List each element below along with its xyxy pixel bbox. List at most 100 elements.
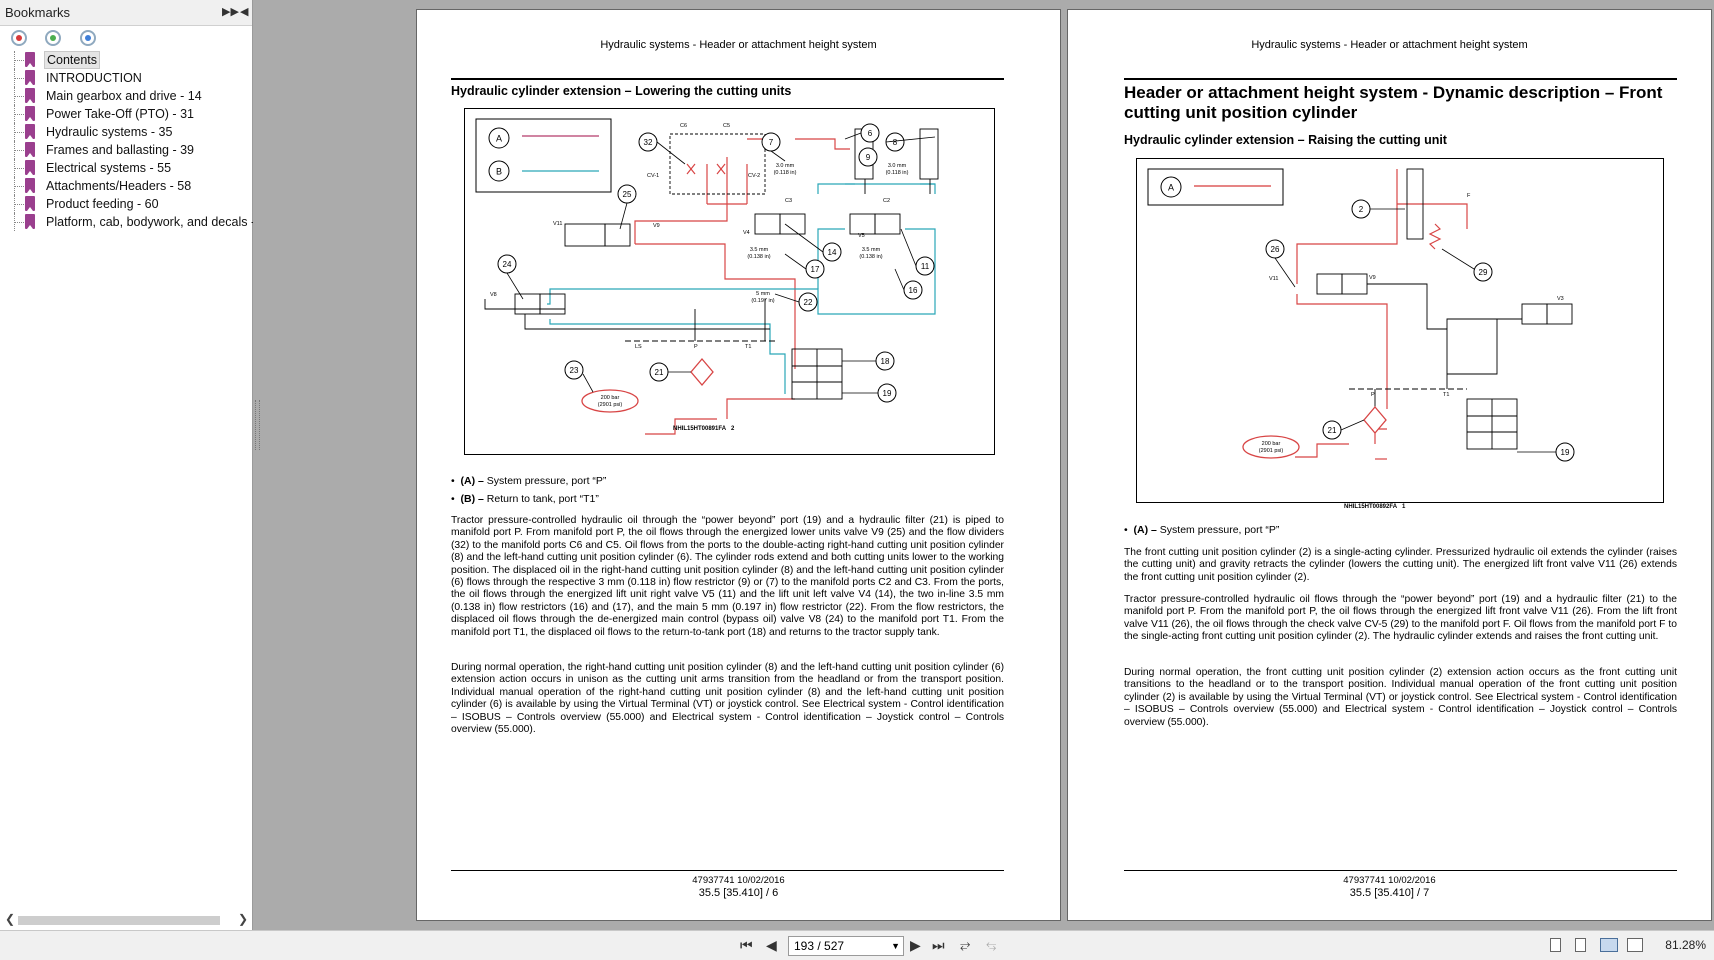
footer-rule: [451, 870, 1004, 871]
port-label: LS: [635, 344, 642, 350]
scrollbar-thumb[interactable]: [18, 916, 220, 925]
callout: 17: [811, 265, 820, 274]
bookmark-icon: [25, 70, 35, 85]
bookmarks-horizontal-scrollbar[interactable]: ❮ ❯: [0, 912, 252, 928]
restrictor-label: 3.0 mm: [888, 163, 907, 169]
figure-id: NHIL15HT00891FA: [673, 426, 727, 432]
tree-connector: [14, 114, 24, 115]
callout: 23: [570, 366, 579, 375]
callout: 22: [804, 298, 813, 307]
bookmark-properties-icon[interactable]: [80, 30, 96, 46]
bookmark-icon: [25, 106, 35, 121]
schematic-svg: A B: [475, 118, 939, 435]
chevron-down-icon[interactable]: ▼: [891, 941, 900, 951]
tree-connector: [14, 204, 24, 205]
figure-id: NHIL15HT00892FA: [1344, 504, 1398, 510]
callout: 25: [623, 190, 632, 199]
first-page-icon[interactable]: ⏮: [740, 937, 753, 953]
restrictor-label: (0.118 in): [886, 170, 909, 176]
callout: 7: [769, 138, 774, 147]
panel-splitter[interactable]: [253, 0, 261, 930]
facing-pages-view-icon[interactable]: [1600, 938, 1618, 952]
callout: 6: [868, 129, 873, 138]
bookmark-label: INTRODUCTION: [46, 71, 142, 85]
bookmark-icon: [25, 214, 35, 229]
callout: 21: [1328, 426, 1337, 435]
scroll-right-icon[interactable]: ❯: [238, 912, 249, 926]
back-view-icon[interactable]: ⥂: [960, 937, 971, 952]
bullet-text: Return to tank, port “T1”: [483, 493, 599, 505]
body-paragraph: Tractor pressure-controlled hydraulic oi…: [451, 515, 1004, 638]
page-number-field[interactable]: 193 / 527 ▼: [788, 936, 904, 956]
continuous-facing-view-icon[interactable]: [1627, 938, 1643, 952]
expand-panel-icon[interactable]: ▶▶: [222, 6, 239, 18]
bookmarks-header: Bookmarks ▶▶ ◀: [0, 0, 252, 26]
bookmark-label: Attachments/Headers - 58: [46, 179, 192, 193]
next-page-icon[interactable]: ▶: [910, 937, 921, 953]
single-page-view-icon[interactable]: [1550, 938, 1561, 952]
callout: 16: [909, 286, 918, 295]
add-bookmark-icon[interactable]: [45, 30, 61, 46]
bookmark-label: Frames and ballasting - 39: [46, 143, 194, 157]
bookmark-label: Electrical systems - 55: [46, 161, 172, 175]
port-label: C2: [883, 198, 890, 204]
section-title: Hydraulic cylinder extension – Raising t…: [1124, 133, 1447, 147]
bookmark-item[interactable]: Power Take-Off (PTO) - 31: [8, 105, 252, 123]
tree-connector: [14, 78, 24, 79]
bookmark-item[interactable]: Main gearbox and drive - 14: [8, 87, 252, 105]
tree-connector: [14, 132, 24, 133]
bookmark-item[interactable]: Attachments/Headers - 58: [8, 177, 252, 195]
callout: 21: [655, 368, 664, 377]
port-label: V4: [743, 230, 750, 236]
port-label: CV-1: [647, 173, 659, 179]
footer-code: 47937741 10/02/2016: [1343, 875, 1436, 886]
port-label: V9: [1369, 275, 1376, 281]
callout: 14: [828, 248, 837, 257]
bookmark-icon: [25, 52, 35, 67]
collapse-panel-icon[interactable]: ◀: [240, 6, 249, 18]
port-label: P: [1371, 392, 1375, 398]
document-page-right: Hydraulic systems - Header or attachment…: [1067, 9, 1712, 921]
bookmark-icon: [25, 178, 35, 193]
bookmark-item[interactable]: INTRODUCTION: [8, 69, 252, 87]
bullet-key: (A) –: [1133, 524, 1157, 536]
continuous-view-icon[interactable]: [1575, 938, 1586, 952]
port-label: F: [1467, 193, 1471, 199]
callout: 2: [1359, 205, 1364, 214]
callout: 32: [644, 138, 653, 147]
bookmark-item[interactable]: Product feeding - 60: [8, 195, 252, 213]
scroll-left-icon[interactable]: ❮: [5, 912, 16, 926]
port-label: V3: [1557, 296, 1564, 302]
bookmark-item[interactable]: Platform, cab, bodywork, and decals -: [8, 213, 255, 231]
previous-page-icon[interactable]: ◀: [766, 937, 777, 953]
hydraulic-schematic-raising: A: [1136, 158, 1664, 503]
bullet-text: System pressure, port “P”: [1156, 524, 1280, 536]
tree-connector: [14, 186, 24, 187]
restrictor-label: (0.118 in): [774, 170, 797, 176]
figure-code: NHIL15HT00892FA 1: [1344, 504, 1405, 510]
bookmark-label: Power Take-Off (PTO) - 31: [46, 107, 194, 121]
legend-label-a: A: [1168, 183, 1174, 193]
bullet-item: • (A) – System pressure, port “P”: [1124, 524, 1280, 536]
port-label: V11: [1269, 276, 1278, 282]
delete-bookmark-icon[interactable]: [11, 30, 27, 46]
zoom-level[interactable]: 81.28%: [1665, 938, 1706, 952]
last-page-icon[interactable]: ⏭: [932, 937, 945, 953]
bookmark-item[interactable]: Hydraulic systems - 35: [8, 123, 252, 141]
forward-view-icon[interactable]: ⥃: [986, 937, 997, 952]
splitter-grip[interactable]: [255, 400, 260, 450]
bookmark-item[interactable]: Electrical systems - 55: [8, 159, 252, 177]
port-label: V11: [553, 221, 562, 227]
callout: 18: [881, 357, 890, 366]
bullet-item: • (B) – Return to tank, port “T1”: [451, 493, 599, 505]
bookmark-item[interactable]: Frames and ballasting - 39: [8, 141, 252, 159]
bookmark-icon: [25, 196, 35, 211]
body-paragraph: The front cutting unit position cylinder…: [1124, 547, 1677, 583]
bookmark-item[interactable]: Contents: [8, 51, 252, 69]
document-page-left: Hydraulic systems - Header or attachment…: [416, 9, 1061, 921]
bullet-key: (A) –: [460, 475, 484, 487]
bookmark-icon: [25, 124, 35, 139]
port-label: V5: [858, 233, 865, 239]
